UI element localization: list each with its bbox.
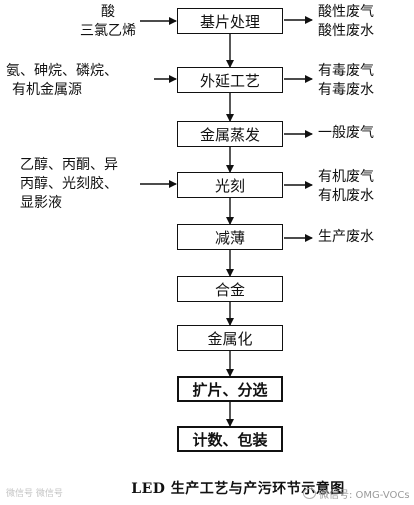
input-epitaxy: 氨、砷烷、磷烷、 有机金属源: [6, 62, 118, 100]
step-label: 光刻: [214, 176, 245, 195]
step-label: 合金: [214, 280, 245, 299]
watermark-right: 微信号: OMG-VOCs: [303, 486, 410, 501]
step-label: 金属蒸发: [199, 125, 260, 144]
step-label: 基片处理: [199, 12, 260, 31]
input-label: 氨、砷烷、磷烷、: [6, 63, 118, 79]
step-alloy: 合金: [177, 276, 283, 302]
output-substrate: 酸性废气 酸性废水: [318, 3, 374, 41]
output-epitaxy: 有毒废气 有毒废水: [318, 62, 374, 100]
output-label: 酸性废气: [318, 4, 374, 20]
output-label: 一般废气: [318, 125, 374, 141]
output-label: 有机废水: [318, 188, 374, 204]
step-label: 计数、包装: [192, 430, 268, 449]
figure-caption: LED 生产工艺与产污环节示意图: [131, 481, 345, 497]
input-substrate: 酸 三氯乙烯: [78, 3, 138, 41]
input-label: 乙醇、丙酮、异: [20, 157, 118, 173]
input-label: 丙醇、光刻胶、: [20, 176, 118, 192]
output-label: 酸性废水: [318, 23, 374, 39]
step-metallization: 金属化: [177, 325, 283, 351]
step-epitaxy: 外延工艺: [177, 67, 283, 93]
input-label: 显影液: [20, 195, 62, 211]
step-label: 外延工艺: [199, 71, 260, 90]
output-label: 有毒废水: [318, 82, 374, 98]
step-expansion-sorting: 扩片、分选: [177, 376, 283, 402]
step-label: 减薄: [214, 228, 245, 247]
output-label: 有毒废气: [318, 63, 374, 79]
step-metal-evaporation: 金属蒸发: [177, 121, 283, 147]
step-label: 金属化: [207, 329, 253, 348]
watermark-text: 微信号: OMG-VOCs: [319, 490, 410, 501]
step-thinning: 减薄: [177, 224, 283, 250]
output-label: 有机废气: [318, 169, 374, 185]
input-lithography: 乙醇、丙酮、异 丙醇、光刻胶、 显影液: [20, 156, 118, 213]
output-thinning: 生产废水: [318, 228, 374, 247]
input-label: 酸: [101, 4, 115, 20]
output-metal-evaporation: 一般废气: [318, 124, 374, 143]
input-label: 三氯乙烯: [80, 23, 136, 39]
wechat-icon: [303, 488, 316, 499]
watermark-left: 微信号 微信号: [6, 489, 63, 499]
input-label: 有机金属源: [12, 82, 82, 98]
step-lithography: 光刻: [177, 172, 283, 198]
step-substrate-processing: 基片处理: [177, 8, 283, 34]
output-lithography: 有机废气 有机废水: [318, 168, 374, 206]
output-label: 生产废水: [318, 229, 374, 245]
step-label: 扩片、分选: [192, 380, 268, 399]
step-counting-packaging: 计数、包装: [177, 426, 283, 452]
